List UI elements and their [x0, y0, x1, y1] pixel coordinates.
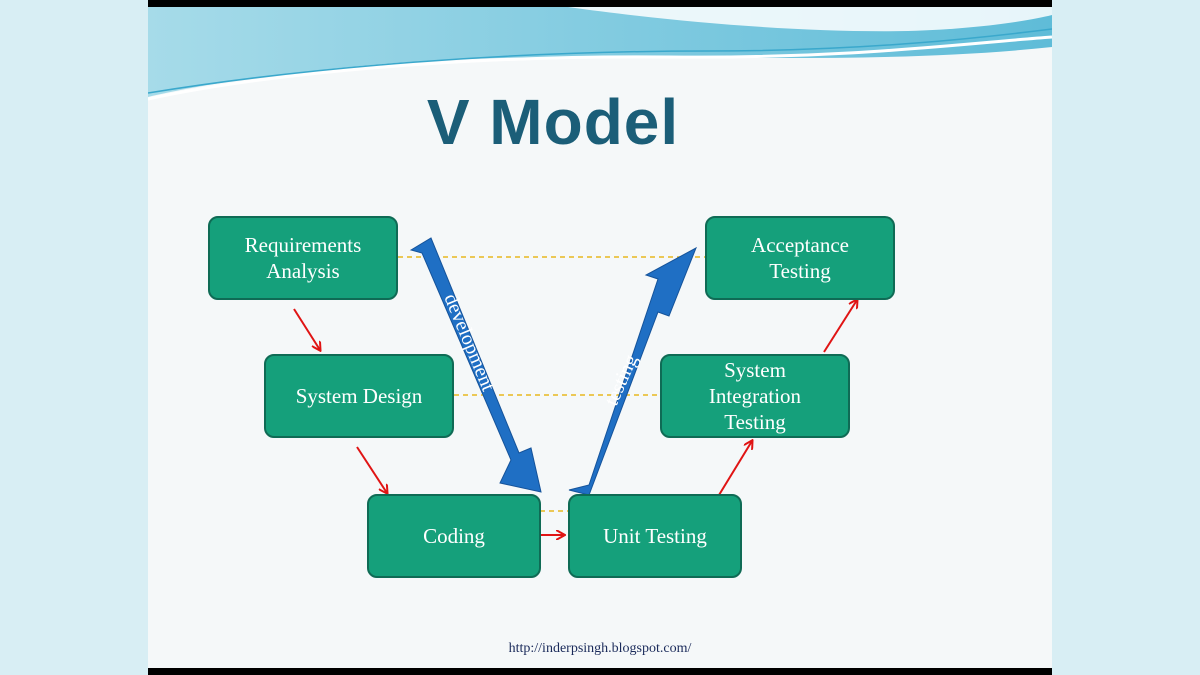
left-margin-panel [0, 0, 148, 675]
acceptance-testing-box: Acceptance Testing [705, 216, 895, 300]
flow-arrow-integration-to-acceptance [823, 300, 857, 353]
coding-box: Coding [367, 494, 541, 578]
footer-url[interactable]: http://inderpsingh.blogspot.com/ [508, 641, 692, 656]
system-integration-testing-box: System Integration Testing [660, 354, 850, 438]
requirements-analysis-label: Requirements Analysis [244, 233, 362, 283]
slide-title: V Model [426, 86, 680, 158]
acceptance-testing-label: Acceptance Testing [751, 233, 849, 283]
coding-label: Coding [423, 524, 485, 548]
testing-label: testing [600, 351, 642, 409]
requirements-analysis-box: Requirements Analysis [208, 216, 398, 300]
unit-testing-label: Unit Testing [603, 524, 707, 548]
system-design-label: System Design [295, 384, 423, 408]
slide: V Model development testing Requirements… [148, 7, 1052, 668]
system-design-box: System Design [264, 354, 454, 438]
v-model-diagram: development testing [293, 237, 1052, 668]
right-margin-panel [1052, 0, 1200, 675]
flow-arrow-design-to-coding [356, 446, 387, 493]
flow-arrow-unit-to-integration [718, 441, 752, 496]
unit-testing-box: Unit Testing [568, 494, 742, 578]
system-integration-testing-label: System Integration Testing [708, 358, 802, 434]
flow-arrow-requirements-to-design [293, 308, 320, 350]
header-wave-decoration [148, 7, 1052, 101]
